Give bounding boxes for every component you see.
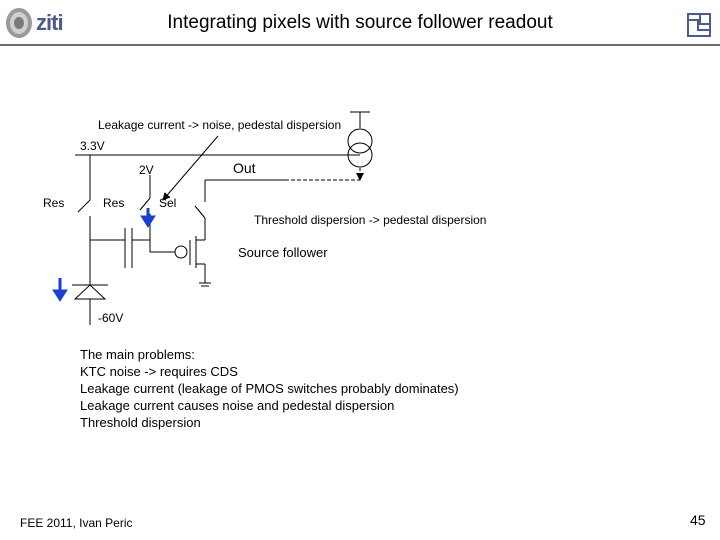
blue-arrow-left [52,289,68,302]
current-source-top-circle [347,128,373,154]
problem-item: Threshold dispersion [80,415,201,430]
institute-logo-icon [687,13,711,37]
footer-credit: FEE 2011, Ivan Peric [20,516,133,530]
slide-title: Integrating pixels with source follower … [167,12,553,33]
label-2v: 2V [139,163,154,177]
label-3v3: 3.3V [80,139,105,153]
leakage-note: Leakage current -> noise, pedestal dispe… [98,118,342,132]
gate-bubble [174,245,188,259]
blue-arrow-sel [140,215,156,228]
problems-list: The main problems: KTC noise -> requires… [80,346,459,431]
university-seal-icon [6,8,32,38]
label-out: Out [233,160,256,176]
label-res-1: Res [43,196,65,210]
problem-item: KTC noise -> requires CDS [80,364,238,379]
label-res-2: Res [103,196,125,210]
problems-heading: The main problems: [80,347,195,362]
label-minus-60v: -60V [98,311,124,325]
title-divider [0,44,720,46]
page-number: 45 [690,512,706,528]
problem-item: Leakage current causes noise and pedesta… [80,398,395,413]
current-source-bottom-circle [347,142,373,168]
ziti-logo: ziti [36,10,64,35]
label-sel: Sel [159,196,177,210]
threshold-note: Threshold dispersion -> pedestal dispers… [254,213,487,227]
label-source-follower: Source follower [238,245,328,260]
problem-item: Leakage current (leakage of PMOS switche… [80,381,459,396]
